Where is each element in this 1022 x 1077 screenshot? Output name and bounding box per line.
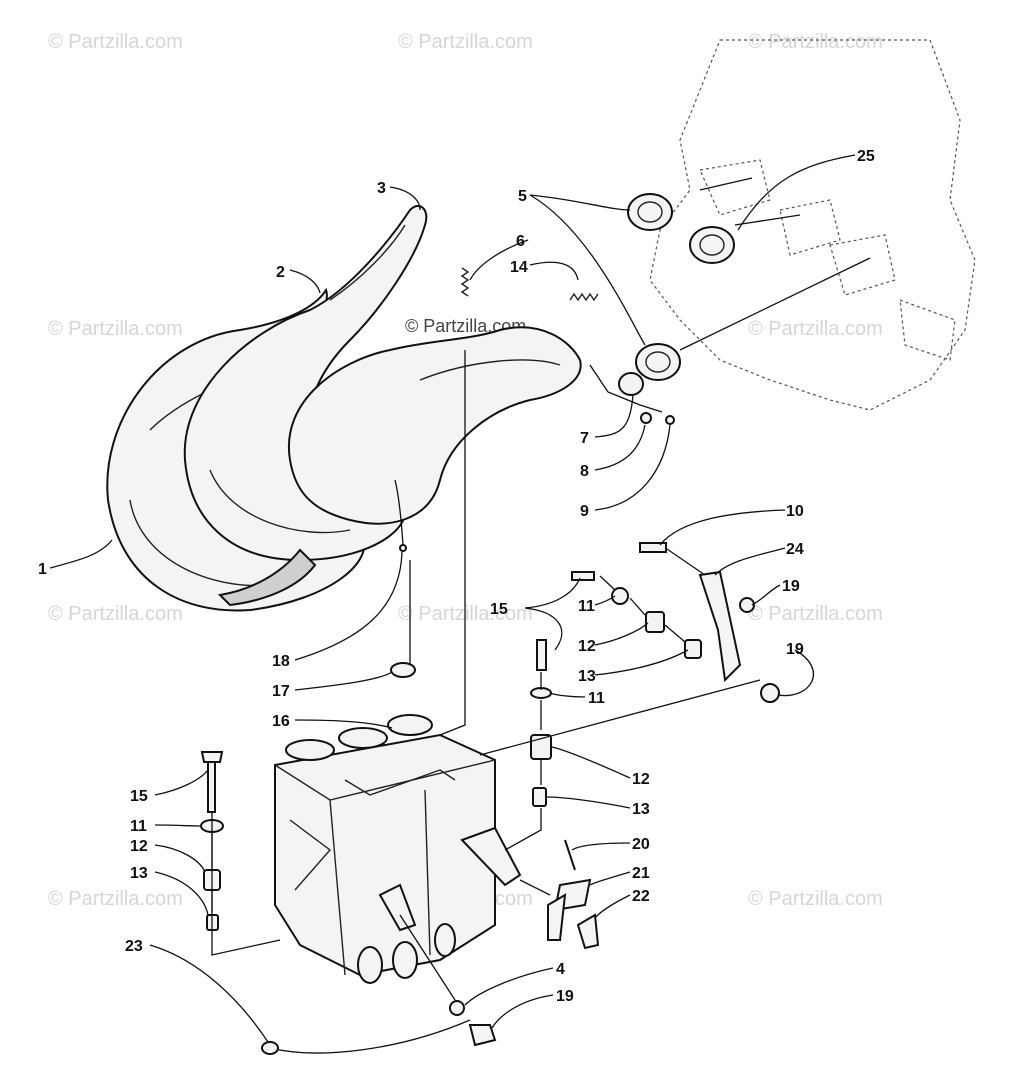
bolt-15-right [571,571,595,581]
lower-hardware [261,839,600,1055]
washer-4 [449,1000,465,1016]
callout-12-center: 12 [632,771,650,788]
expansion-chamber-assembly [106,205,582,612]
exhaust-pipe [287,326,582,525]
callout-11-left: 11 [130,818,147,835]
callout-1: 1 [38,561,47,578]
tank-neck-right [387,714,433,736]
spacer-12-center [530,734,552,760]
bracket-24 [698,570,742,683]
callout-19-middle: 19 [786,641,804,658]
nut-19-bottom [468,1024,497,1047]
manifold-flange-middle [689,226,735,264]
hardware-center-stack [530,639,552,807]
tank-mount-tab [460,826,522,887]
callout-20: 20 [632,836,650,853]
watermark: © Partzilla.com [748,31,883,53]
callout-11-right: 11 [578,598,595,615]
tank-neck-center [338,727,388,749]
callout-5: 5 [518,188,527,205]
callout-22: 22 [632,888,650,905]
bolt-15-center [536,639,547,671]
callout-12-left: 12 [130,838,148,855]
callout-25: 25 [857,148,875,165]
expansion-chamber [183,205,428,562]
callout-13-left: 13 [130,865,148,882]
leader-lines [49,154,856,1043]
watermark: © Partzilla.com [48,603,183,625]
spring-14 [569,292,599,302]
bolt-10 [639,542,667,553]
bushing-13-right [684,639,702,659]
watermark: © Partzilla.com [748,888,883,910]
callout-15-center: 15 [490,601,508,618]
watermark: © Partzilla.com [398,31,533,53]
callout-13-right: 13 [578,668,596,685]
tank-mount-lower [378,883,417,932]
callout-21: 21 [632,865,650,882]
watermark: © Partzilla.com [48,888,183,910]
callout-7: 7 [580,430,589,447]
washer [665,415,675,425]
callout-15-left: 15 [130,788,148,805]
nut-19-upper [739,597,755,613]
nut-19-lower [760,683,780,703]
callout-11-center: 11 [588,690,605,707]
callout-9: 9 [580,503,589,520]
callout-10: 10 [786,503,804,520]
callout-17: 17 [272,683,290,700]
springs [460,267,599,302]
bushing-13-center [532,787,547,807]
callout-8: 8 [580,463,589,480]
callout-16: 16 [272,713,290,730]
callout-14: 14 [510,259,528,276]
manifold-flange-lower [635,343,681,381]
callout-19-upper: 19 [782,578,800,595]
watermark: © Partzilla.com [748,318,883,340]
callout-13-center: 13 [632,801,650,818]
hardware-left-stack [200,751,281,956]
manifold-flange-upper [627,193,673,231]
bolt-15-left [207,759,216,813]
gasket-ring [618,372,644,396]
tank-neck-left [285,739,335,761]
engine-block-outline [649,39,976,411]
nut [640,412,652,424]
callout-4: 4 [556,961,565,978]
exhaust-manifold-flanges [618,193,735,425]
clip-20 [564,839,576,871]
callout-labels: 1 2 3 5 6 14 25 7 8 9 10 24 19 15 11 12 … [38,148,875,1005]
oil-tank-assembly [274,662,522,984]
assembly-lines [211,177,871,1001]
callout-18: 18 [272,653,290,670]
watermark: © Partzilla.com [748,603,883,625]
washer-11-right [611,587,629,605]
callout-2: 2 [276,264,285,281]
grommet-17 [390,662,416,678]
watermark: © Partzilla.com [48,318,183,340]
callout-24: 24 [786,541,804,558]
watermark: © Partzilla.com [48,31,183,53]
callout-23: 23 [125,938,143,955]
callout-6: 6 [516,233,525,250]
strap-23 [269,1019,471,1054]
tab-22 [576,913,600,950]
spacer-12-right [645,611,665,633]
spring-6 [460,267,470,297]
muffler-shading [217,548,317,607]
oil-tank [274,733,496,977]
callout-12-right: 12 [578,638,596,655]
hardware-right-stack [571,542,780,703]
callout-3: 3 [377,180,386,197]
callout-19-bottom: 19 [556,988,574,1005]
